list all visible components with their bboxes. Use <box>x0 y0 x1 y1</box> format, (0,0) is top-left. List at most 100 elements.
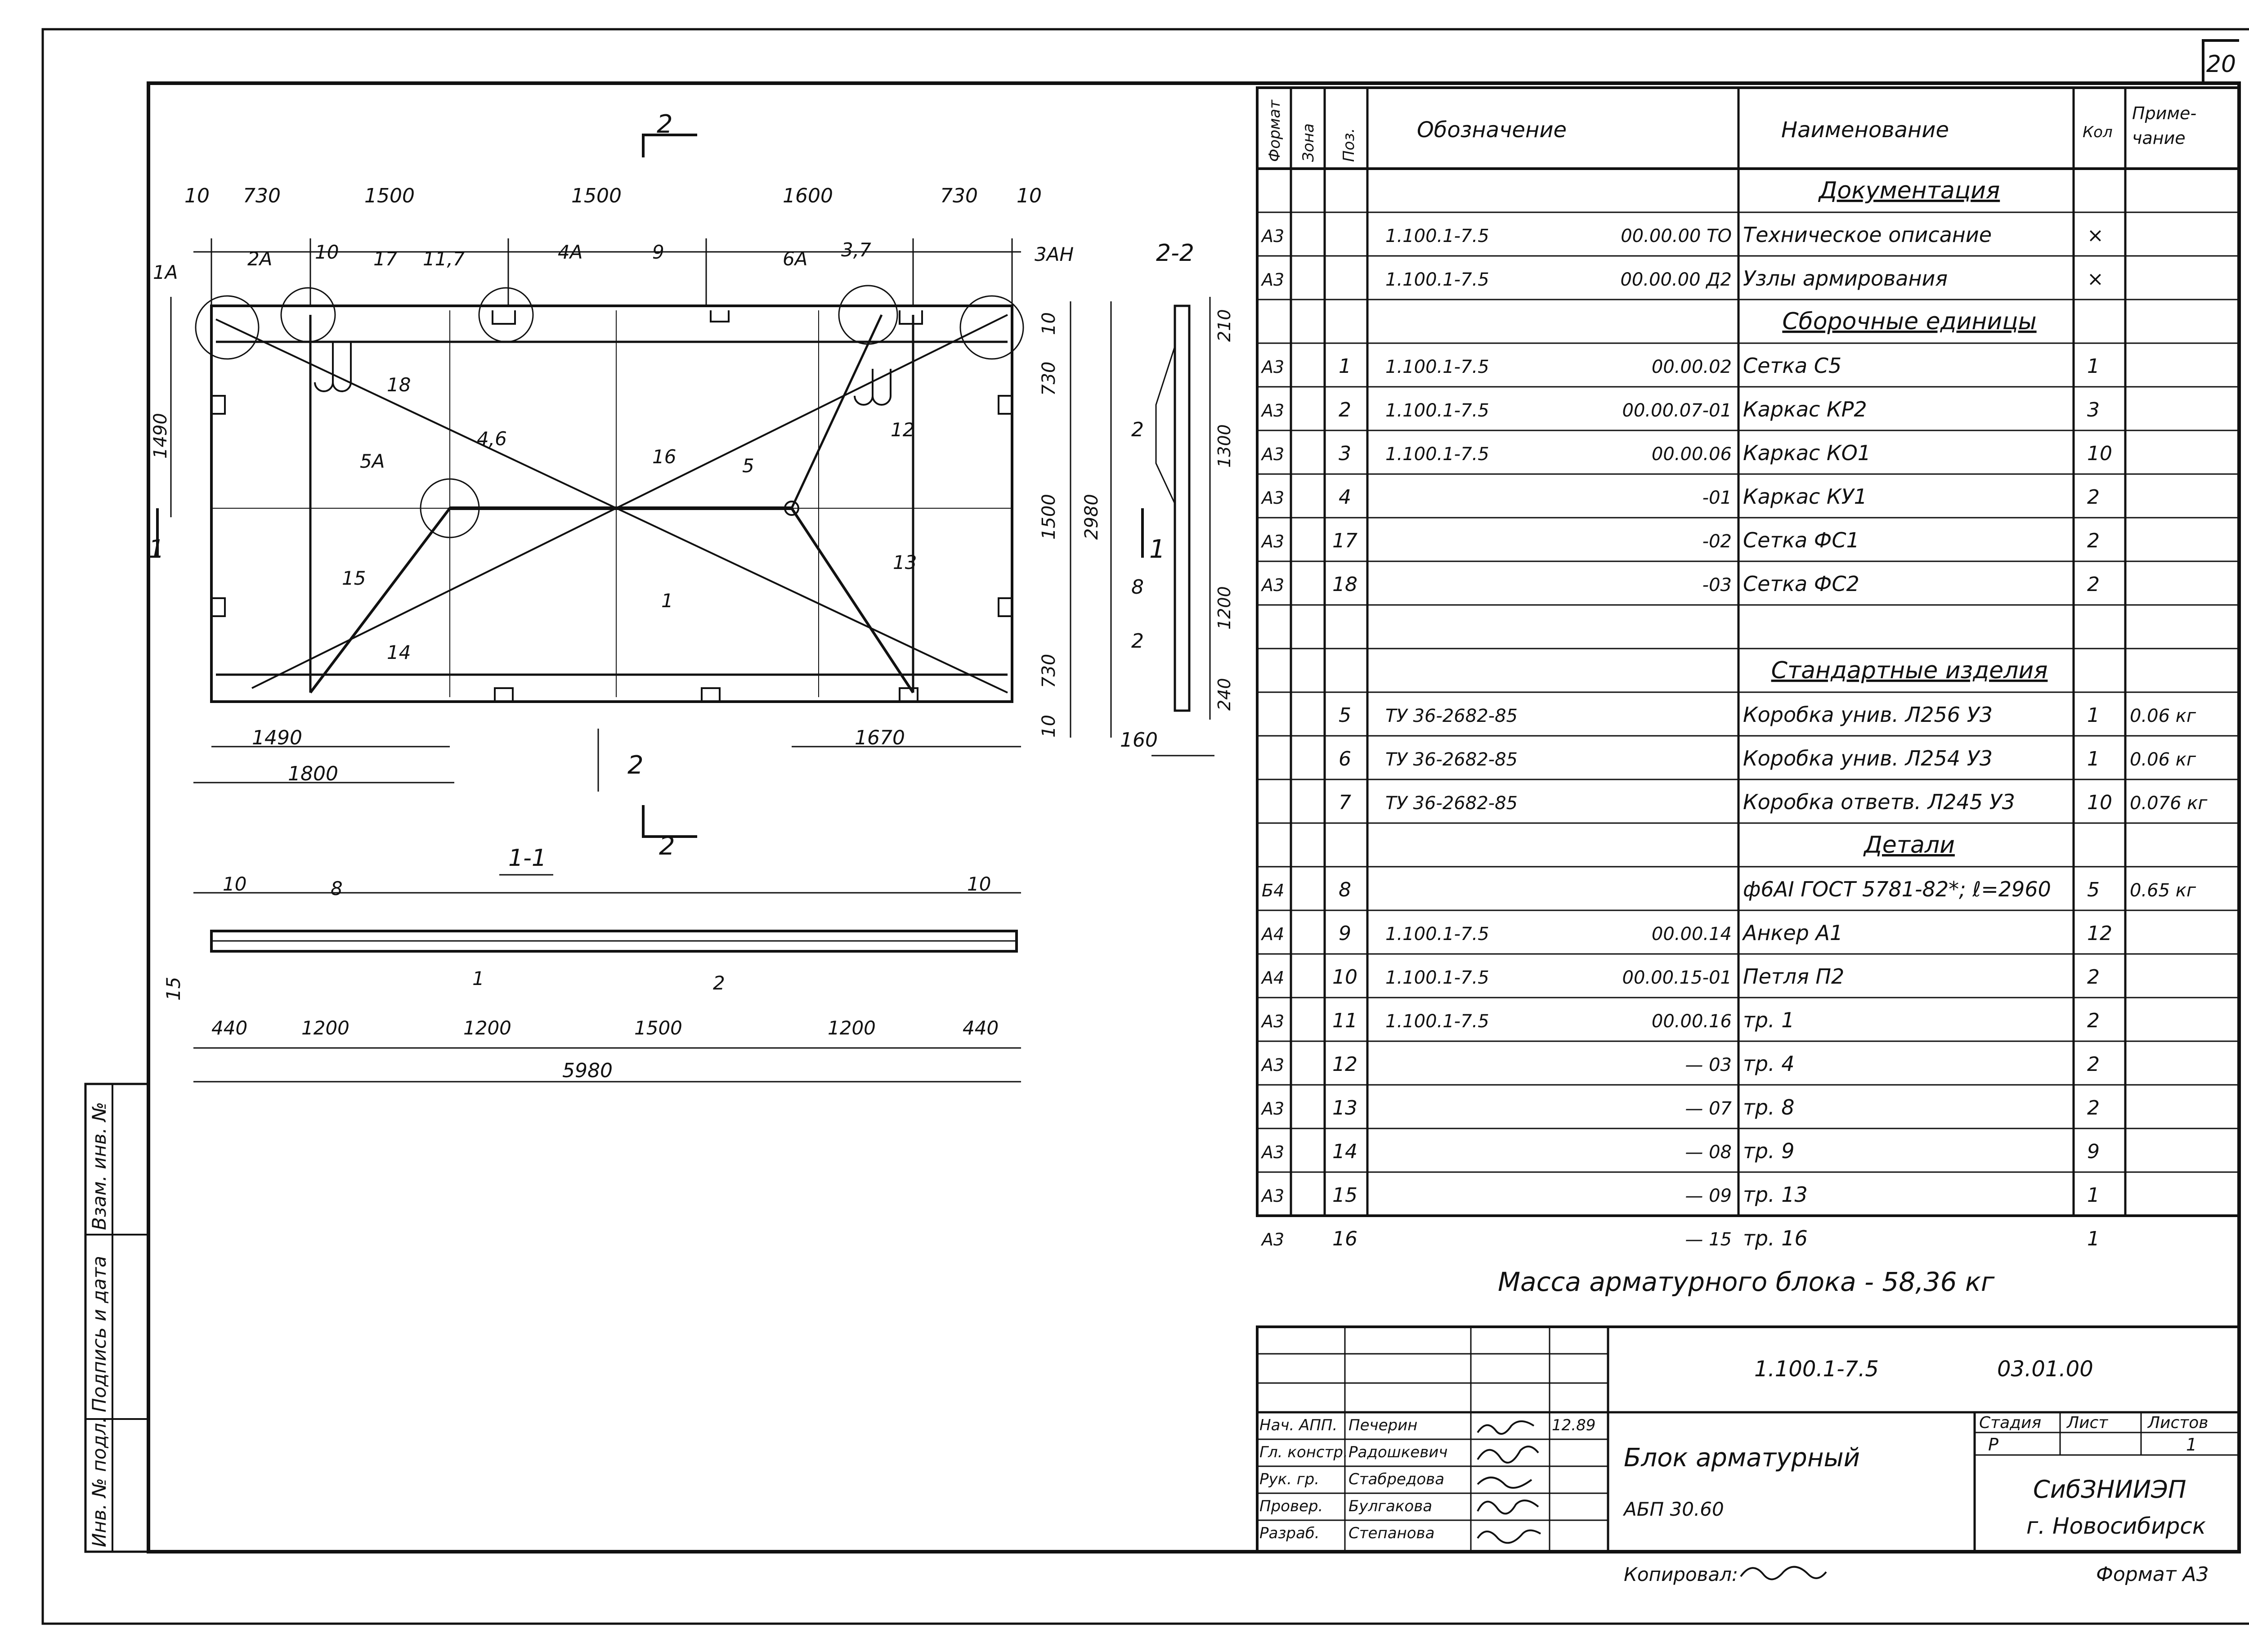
spec-cell-qty: × <box>2087 268 2104 291</box>
tb-stage: Р <box>1988 1435 1998 1455</box>
plan-dim-right-5: 10 <box>1039 715 1059 738</box>
mass-note: Масса арматурного блока - 58,36 кг <box>1498 1267 1995 1297</box>
tb-name-4: Степанова <box>1349 1524 1434 1542</box>
spec-cell-pos: 5 <box>1339 704 1351 727</box>
plan-dim-top-6: 10 <box>1017 184 1042 207</box>
spec-cell-des1: ТУ 36-2682-85 <box>1385 749 1518 770</box>
stamp-inv-podl: Инв. № подл. <box>88 1417 110 1547</box>
plan-dim-bottom-2: 1670 <box>855 726 905 749</box>
tb-role-4: Разраб. <box>1259 1524 1320 1542</box>
spec-cell-des2: 00.00.06 <box>1652 444 1732 465</box>
spec-cell-qty: 2 <box>2087 486 2100 509</box>
spec-cell-qty: 1 <box>2087 1184 2100 1207</box>
callout-9: 9 <box>652 241 664 263</box>
spec-cell-note: 0.06 кг <box>2130 749 2196 770</box>
spec-hdr-note: чание <box>2132 128 2186 148</box>
spec-cell-pos: 4 <box>1339 486 1351 509</box>
sec11-top-dim-left: 10 <box>223 873 246 895</box>
spec-cell-qty: 2 <box>2087 1097 2100 1119</box>
spec-cell-format: А3 <box>1260 1230 1284 1249</box>
plan-dim-bottom-total: 1800 <box>288 762 338 785</box>
sec11-dim-4: 1200 <box>828 1017 876 1039</box>
sec22-dim-3: 240 <box>1214 678 1234 711</box>
spec-cell-des1: 1.100.1-7.5 <box>1385 357 1489 377</box>
spec-hdr-name: Наименование <box>1781 117 1949 143</box>
sec22-dim-1: 1300 <box>1214 424 1234 468</box>
spec-cell-pos: 8 <box>1339 878 1351 901</box>
spec-cell-name: Петля П2 <box>1743 964 1844 989</box>
spec-cell-pos: 11 <box>1332 1009 1357 1032</box>
callout-15: 15 <box>342 567 366 589</box>
sec22-width: 160 <box>1120 729 1158 752</box>
plan-dim-top-1: 730 <box>243 184 281 207</box>
spec-cell-name: Сетка ФС2 <box>1743 572 1859 596</box>
spec-cell-note: 0.076 кг <box>2130 793 2208 814</box>
plan-view: 10 730 1500 1500 1600 730 10 10 730 1500… <box>148 110 1165 861</box>
spec-cell-format: А3 <box>1260 226 1284 246</box>
spec-cell-name: Каркас КО1 <box>1743 441 1871 465</box>
spec-cell-des1: 1.100.1-7.5 <box>1385 1011 1489 1032</box>
tb-name-2: Стабредова <box>1349 1470 1444 1488</box>
plan-dim-top-2: 1500 <box>364 184 415 207</box>
tb-signature-4 <box>1477 1529 1541 1544</box>
spec-cell-des2: 00.00.00 ТО <box>1621 226 1732 246</box>
callout-4A: 4A <box>558 241 582 263</box>
spec-cell-des2: -01 <box>1702 488 1732 508</box>
side-stamp: Инв. № подл. Подпись и дата Взам. инв. № <box>84 1083 150 1553</box>
tb-doc-suffix: 03.01.00 <box>1997 1357 2093 1382</box>
spec-cell-pos: 14 <box>1332 1140 1357 1163</box>
spec-cell-name: Коробка унив. Л254 У3 <box>1743 746 1993 770</box>
sheet-number: 20 <box>2206 51 2236 78</box>
spec-cell-format: А3 <box>1260 444 1284 464</box>
tb-name-0: Печерин <box>1349 1416 1417 1434</box>
plan-dim-right-4: 730 <box>1039 654 1059 688</box>
spec-cell-qty: 1 <box>2087 704 2100 727</box>
spec-cell-format: А3 <box>1260 1186 1284 1206</box>
spec-cell-pos: 15 <box>1332 1184 1357 1207</box>
sec22-callout-8: 8 <box>1131 576 1144 599</box>
spec-cell-pos: 6 <box>1339 748 1351 770</box>
spec-cell-format: А4 <box>1260 968 1284 988</box>
spec-cell-name: Коробка ответв. Л245 У3 <box>1743 790 2015 814</box>
spec-hdr-qty: Кол <box>2083 123 2113 141</box>
sec11-dim-2: 1200 <box>463 1017 511 1039</box>
spec-section-heading: Стандартные изделия <box>1771 657 2048 684</box>
spec-cell-pos: 2 <box>1339 398 1351 421</box>
callout-2A: 2A <box>247 248 272 270</box>
tb-title-line1: Блок арматурный <box>1624 1443 1860 1473</box>
callout-3AH: 3AH <box>1035 243 1074 265</box>
section-2-2: 2-2 210 1300 1200 240 160 2 8 2 <box>1120 240 1234 757</box>
sec11-dim-1: 1200 <box>301 1017 349 1039</box>
spec-cell-note: 0.06 кг <box>2130 706 2196 726</box>
copied-label: Копировал: <box>1624 1563 1738 1585</box>
spec-cell-qty: 10 <box>2087 791 2112 814</box>
spec-cell-des1: 1.100.1-7.5 <box>1385 967 1489 988</box>
spec-cell-qty: 2 <box>2087 1053 2100 1076</box>
spec-cell-pos: 1 <box>1339 355 1351 378</box>
callout-18: 18 <box>387 374 411 396</box>
callout-11-7: 11,7 <box>423 248 465 270</box>
spec-cell-pos: 13 <box>1332 1097 1357 1119</box>
spec-cell-qty: × <box>2087 224 2104 247</box>
spec-cell-des2: 00.00.15-01 <box>1622 967 1732 988</box>
plan-dim-right-3: 2980 <box>1081 494 1102 540</box>
sec11-callout-8: 8 <box>331 877 343 900</box>
spec-cell-name: тр. 16 <box>1743 1226 1808 1250</box>
spec-cell-des1: ТУ 36-2682-85 <box>1385 706 1518 726</box>
sec11-total: 5980 <box>562 1059 613 1082</box>
spec-table-border <box>1256 86 2240 1217</box>
section-mark-2-mid: 2 <box>627 751 644 780</box>
spec-cell-des2: -03 <box>1702 575 1732 595</box>
spec-cell-pos: 18 <box>1332 573 1357 596</box>
spec-cell-des2: 00.00.02 <box>1652 357 1732 377</box>
spec-cell-pos: 10 <box>1332 966 1357 989</box>
spec-cell-name: Коробка унив. Л256 У3 <box>1743 703 1993 727</box>
sec11-dim-3: 1500 <box>634 1017 682 1039</box>
spec-cell-des1: 1.100.1-7.5 <box>1385 269 1489 290</box>
spec-hdr-pos: Поз. <box>1340 128 1358 162</box>
tb-role-1: Гл. констр. <box>1259 1443 1348 1461</box>
tb-org2: г. Новосибирск <box>2026 1513 2206 1539</box>
spec-hdr-designation: Обозначение <box>1417 117 1567 143</box>
plan-dim-right-2: 1500 <box>1039 494 1059 540</box>
